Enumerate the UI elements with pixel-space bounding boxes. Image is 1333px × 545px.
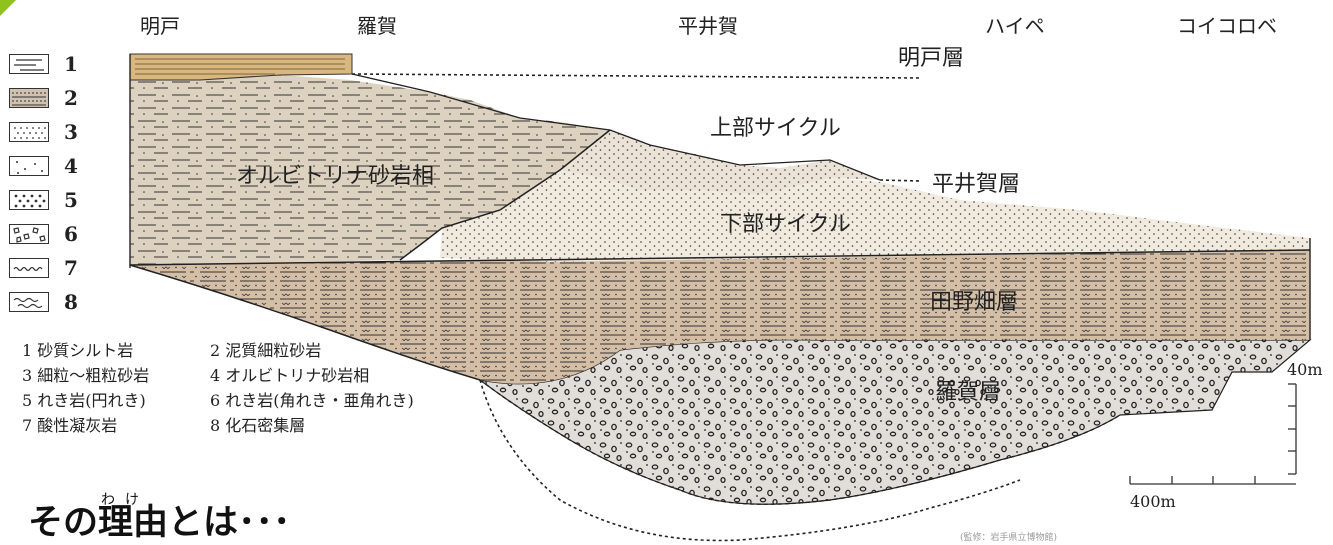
label-tanohata-formation: 田野畑層 xyxy=(930,284,1018,316)
vertical-scale-bar xyxy=(1288,384,1296,474)
section-heading: その理由とは･･･ xyxy=(28,494,291,545)
label-orbitolina-facies: オルビトリナ砂岩相 xyxy=(236,158,434,190)
horizontal-scale-bar xyxy=(1130,476,1296,484)
credit-note: (監修：岩手県立博物館) xyxy=(960,530,1057,543)
label-upper-cycle: 上部サイクル xyxy=(710,110,841,142)
scale-label-vertical: 40m xyxy=(1287,360,1323,379)
label-raga-formation: 羅賀層 xyxy=(935,374,1001,406)
label-akedo-formation: 明戸層 xyxy=(898,40,964,72)
label-lower-cycle: 下部サイクル xyxy=(720,206,851,238)
label-hiraiga-formation: 平井賀層 xyxy=(932,166,1020,198)
akedo-formation xyxy=(130,54,352,80)
scale-label-horizontal: 400m xyxy=(1130,492,1176,511)
